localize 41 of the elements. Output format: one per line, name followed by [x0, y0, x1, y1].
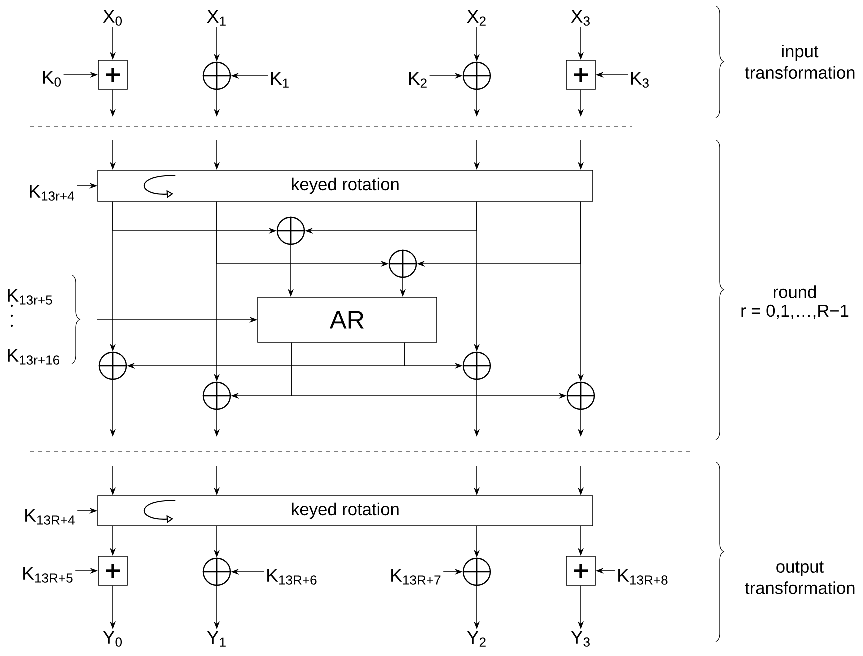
input-label: X$_{1}$ — [207, 10, 226, 26]
key-label: K$_{13R+4}$ — [26, 509, 75, 525]
output-label: Y$_{3}$ — [571, 631, 590, 647]
xor-circle — [462, 352, 492, 380]
xor-circle — [202, 62, 232, 90]
key-label: K$_{13R+5}$ — [24, 567, 73, 583]
key-label: K$_{0}$ — [43, 71, 62, 87]
xor-circle — [462, 62, 492, 90]
output-label: Y$_{1}$ — [207, 631, 226, 647]
adder-box — [566, 556, 596, 586]
key-label: K$_{1}$ — [271, 72, 289, 88]
rotation-box: keyed rotation — [98, 170, 594, 202]
xor-circle — [566, 382, 596, 410]
key-label: K$_{13R+8}$ — [618, 569, 668, 585]
xor-circle — [276, 216, 306, 246]
section-label: r = 0,1,…,R−1 — [742, 304, 849, 320]
key-label: K$_{13R+7}$ — [392, 569, 441, 585]
xor-circle — [202, 558, 232, 586]
key-label: K$_{3}$ — [631, 72, 649, 88]
key-label: K$_{13r+16}$ — [8, 349, 60, 365]
input-label: X$_{0}$ — [103, 10, 122, 26]
ar-box: AR — [258, 297, 438, 343]
adder-box — [98, 556, 128, 586]
output-label: Y$_{2}$ — [467, 631, 486, 647]
key-label: K$_{13r+4}$ — [30, 185, 74, 201]
rotation-box: keyed rotation — [98, 496, 594, 526]
key-label: K$_{13R+6}$ — [268, 569, 317, 585]
xor-circle — [202, 382, 232, 410]
section-label: input transformation — [745, 44, 855, 80]
xor-circle — [388, 250, 418, 278]
output-label: Y$_{0}$ — [103, 631, 122, 647]
adder-box — [566, 60, 596, 90]
section-label: round — [774, 286, 816, 298]
xor-circle — [462, 558, 492, 586]
adder-box — [98, 60, 128, 90]
input-label: X$_{3}$ — [571, 10, 590, 26]
section-label: output transformation — [745, 562, 855, 594]
input-label: X$_{2}$ — [467, 10, 486, 26]
key-label: K$_{2}$ — [409, 72, 427, 88]
key-label: K$_{13r+5}$ — [8, 289, 52, 305]
xor-circle — [98, 352, 128, 380]
